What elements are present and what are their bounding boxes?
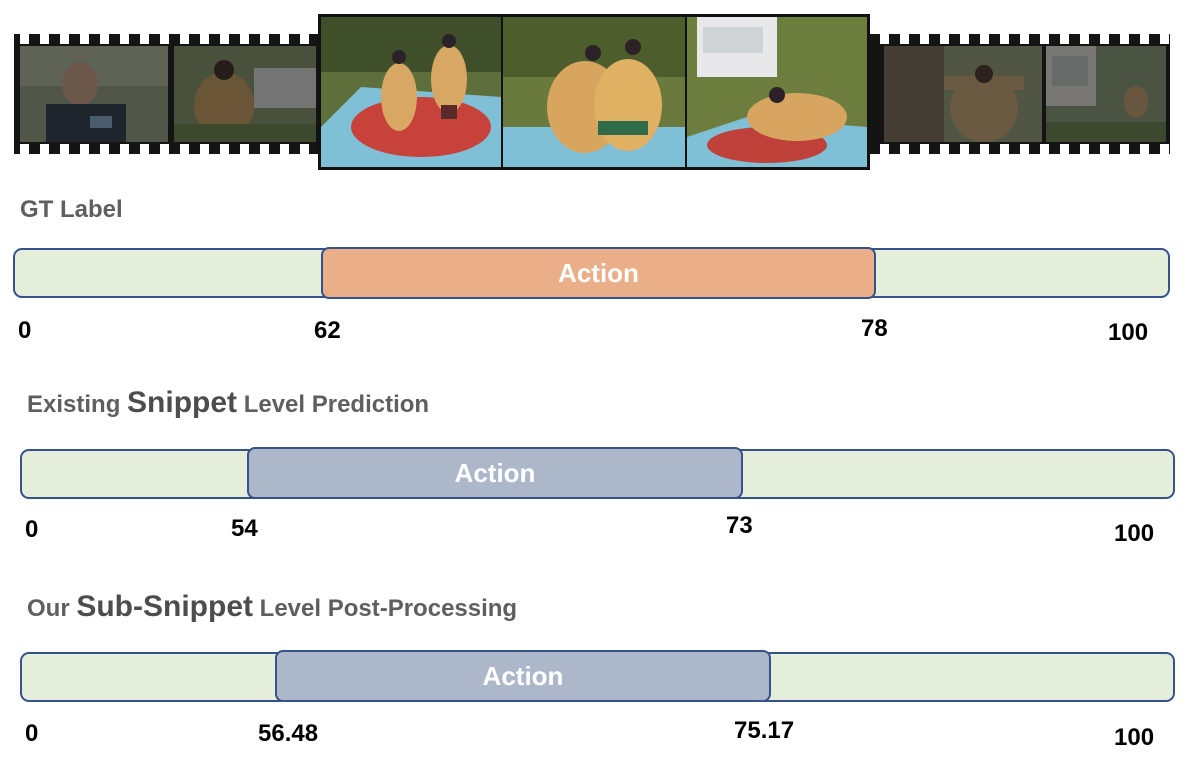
existing-title: Existing Snippet Level Prediction <box>27 386 429 420</box>
gt-tick-start: 0 <box>18 317 32 344</box>
frame-sumo-suit-arms-raised <box>884 46 1042 142</box>
ours-title-post: Level Post-Processing <box>253 595 518 622</box>
frame-sumo-wrestlers-grappling <box>503 17 685 167</box>
gt-tick-62: 62 <box>314 317 341 344</box>
existing-title-post: Level Prediction <box>237 391 430 418</box>
gt-action-segment: Action <box>321 247 876 299</box>
gt-title: GT Label <box>20 196 123 223</box>
gt-tick-78: 78 <box>861 315 888 342</box>
frame-sumo-wrestlers-on-ground <box>687 17 867 167</box>
ours-tick-end: 100 <box>1114 724 1155 751</box>
gt-tick-end: 100 <box>1108 319 1149 346</box>
ours-tick-75-17: 75.17 <box>734 717 795 744</box>
existing-tick-54: 54 <box>231 515 258 542</box>
highlighted-frames <box>318 14 870 170</box>
existing-action-segment: Action <box>247 447 743 499</box>
existing-tick-73: 73 <box>726 512 753 539</box>
ours-tick-start: 0 <box>25 720 39 747</box>
frame-person-close-up <box>20 46 168 142</box>
existing-title-pre: Existing <box>27 391 128 418</box>
frame-garden-scene <box>1046 46 1166 142</box>
existing-title-big: Snippet <box>127 386 238 419</box>
ours-title: Our Sub-Snippet Level Post-Processing <box>27 590 517 624</box>
ours-title-pre: Our <box>27 595 77 622</box>
frame-sumo-wrestlers-standing <box>321 17 501 167</box>
ours-title-big: Sub-Snippet <box>76 590 253 623</box>
ours-tick-56-48: 56.48 <box>258 720 319 747</box>
existing-tick-end: 100 <box>1114 520 1155 547</box>
frame-person-in-sumo-suit <box>174 46 316 142</box>
ours-action-segment: Action <box>275 650 771 702</box>
existing-tick-start: 0 <box>25 516 39 543</box>
